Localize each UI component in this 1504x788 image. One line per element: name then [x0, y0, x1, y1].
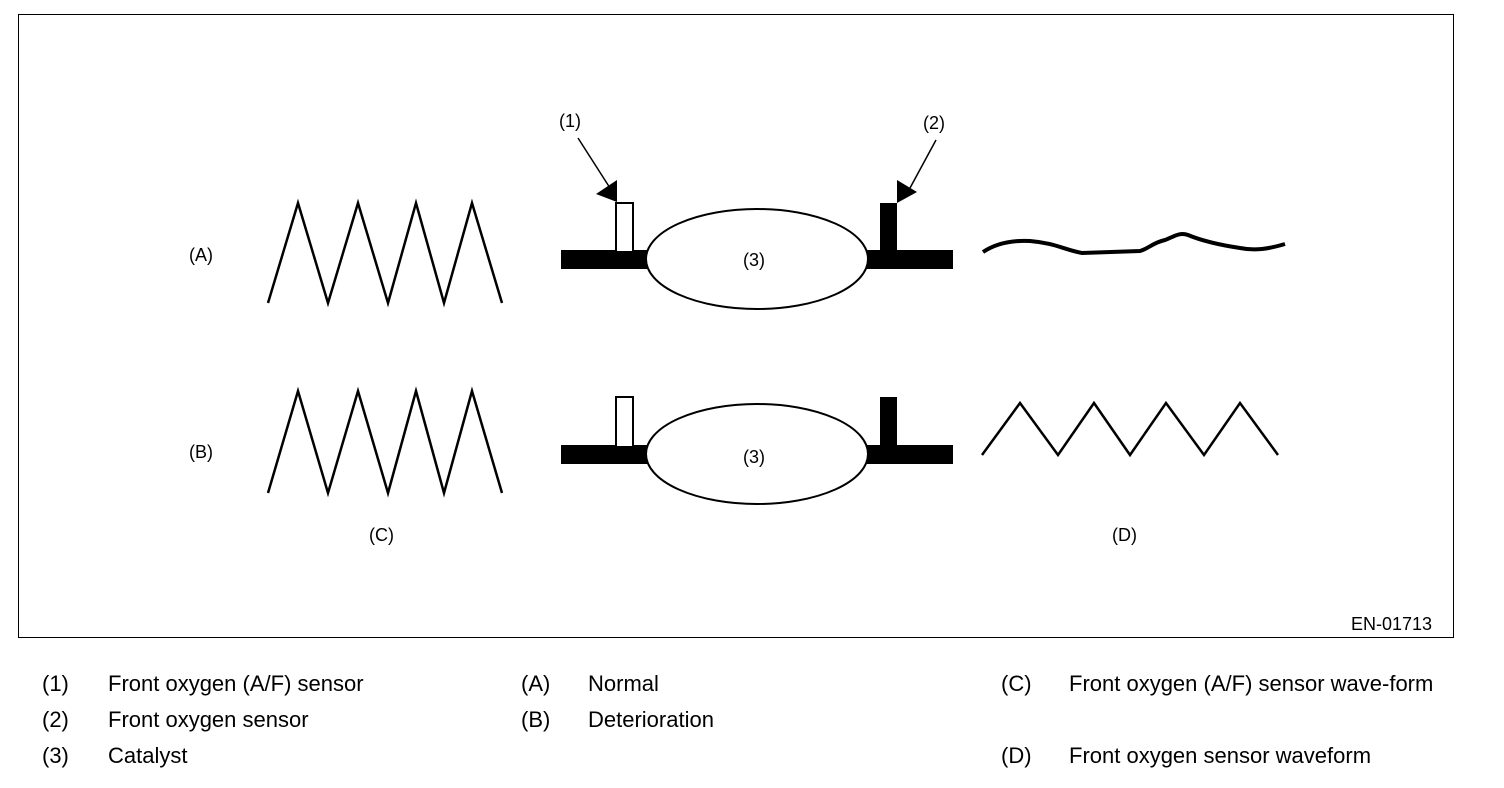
callout-1-arrowhead: [596, 180, 617, 202]
exhaust-pipe-rear: [862, 445, 953, 464]
catalyst-label: (3): [743, 250, 765, 270]
af-sensor-waveform-deterioration: [266, 386, 504, 498]
af-sensor-waveform-normal: [266, 198, 504, 308]
row-label-a: (A): [189, 245, 213, 265]
callout-1-leader: [577, 137, 611, 189]
exhaust-pipe-front: [561, 250, 651, 269]
oxygen-sensor-waveform-normal: [981, 231, 1286, 256]
legend-key: (B): [521, 707, 551, 732]
exhaust-pipe-front: [561, 445, 651, 464]
catalyst-label: (3): [743, 447, 765, 467]
front-af-sensor: [615, 202, 634, 253]
figure-frame: [18, 14, 1454, 638]
column-label-c: (C): [369, 525, 394, 545]
catalyst: [645, 403, 869, 505]
rear-oxygen-sensor: [880, 203, 897, 252]
exhaust-pipe-rear: [862, 250, 953, 269]
legend-key: (A): [521, 671, 551, 696]
column-label-d: (D): [1112, 525, 1137, 545]
catalyst: [645, 208, 869, 310]
callout-2-label: (2): [923, 113, 945, 133]
legend-key: (C): [1001, 671, 1032, 696]
legend-text: Front oxygen (A/F) sensor: [108, 671, 364, 696]
legend-text: Catalyst: [108, 743, 188, 768]
figure-code: EN-01713: [1351, 614, 1433, 634]
legend-text: Normal: [588, 671, 659, 696]
legend-text: Front oxygen sensor: [108, 707, 309, 732]
legend-key: (1): [42, 671, 69, 696]
callout-2-arrowhead: [897, 180, 917, 203]
callout-1-label: (1): [559, 111, 581, 131]
legend-key: (2): [42, 707, 69, 732]
callout-2-leader: [909, 139, 937, 189]
front-af-sensor: [615, 396, 634, 448]
oxygen-sensor-waveform-deterioration: [980, 400, 1280, 458]
legend-text: Front oxygen (A/F) sensor wave-form: [1069, 671, 1434, 696]
legend-text: Deterioration: [588, 707, 714, 732]
legend-key: (3): [42, 743, 69, 768]
legend-key: (D): [1001, 743, 1032, 768]
legend-text: Front oxygen sensor waveform: [1069, 743, 1372, 768]
rear-oxygen-sensor: [880, 397, 897, 447]
row-label-b: (B): [189, 442, 213, 462]
